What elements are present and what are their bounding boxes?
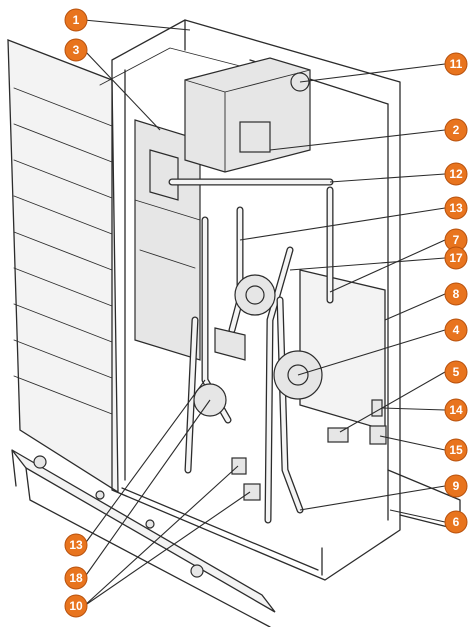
callout-badges: 1 3 11 2 12 13 7 17 8 4 5 14 15 9 6 13 1… <box>64 8 468 618</box>
svg-text:6: 6 <box>453 515 460 529</box>
callout-12: 12 <box>444 162 468 186</box>
svg-text:4: 4 <box>453 323 460 337</box>
pump-and-valves <box>193 274 387 501</box>
fan-control-box <box>184 57 311 173</box>
callout-13-left: 13 <box>64 533 88 557</box>
callout-15: 15 <box>444 438 468 462</box>
callout-13-right: 13 <box>444 196 468 220</box>
callout-8: 8 <box>444 282 468 306</box>
svg-text:11: 11 <box>450 57 463 71</box>
callout-17: 17 <box>444 246 468 270</box>
svg-text:14: 14 <box>449 403 463 417</box>
svg-text:2: 2 <box>453 123 460 137</box>
callout-18: 18 <box>64 566 88 590</box>
callout-3: 3 <box>64 38 88 62</box>
callout-5: 5 <box>444 360 468 384</box>
svg-text:7: 7 <box>453 233 460 247</box>
callout-2: 2 <box>444 118 468 142</box>
svg-text:13: 13 <box>69 538 83 552</box>
callout-10: 10 <box>64 594 88 618</box>
callout-7: 7 <box>444 228 468 252</box>
callout-14: 14 <box>444 398 468 422</box>
callout-1: 1 <box>64 8 88 32</box>
callout-11: 11 <box>444 52 468 76</box>
svg-text:5: 5 <box>453 365 460 379</box>
svg-text:8: 8 <box>453 287 460 301</box>
callout-4: 4 <box>444 318 468 342</box>
svg-text:1: 1 <box>73 13 80 27</box>
svg-text:13: 13 <box>449 201 463 215</box>
svg-text:10: 10 <box>69 599 83 613</box>
svg-text:15: 15 <box>449 443 463 457</box>
front-cover-panel <box>7 39 119 494</box>
mounting-rail <box>11 449 276 627</box>
callout-6: 6 <box>444 510 468 534</box>
svg-text:18: 18 <box>69 571 83 585</box>
front-cover-louvres <box>13 87 113 415</box>
svg-text:9: 9 <box>453 479 460 493</box>
leader-lines <box>83 19 446 607</box>
svg-text:17: 17 <box>449 251 463 265</box>
svg-text:12: 12 <box>449 167 463 181</box>
callout-9: 9 <box>444 474 468 498</box>
svg-text:3: 3 <box>73 43 80 57</box>
